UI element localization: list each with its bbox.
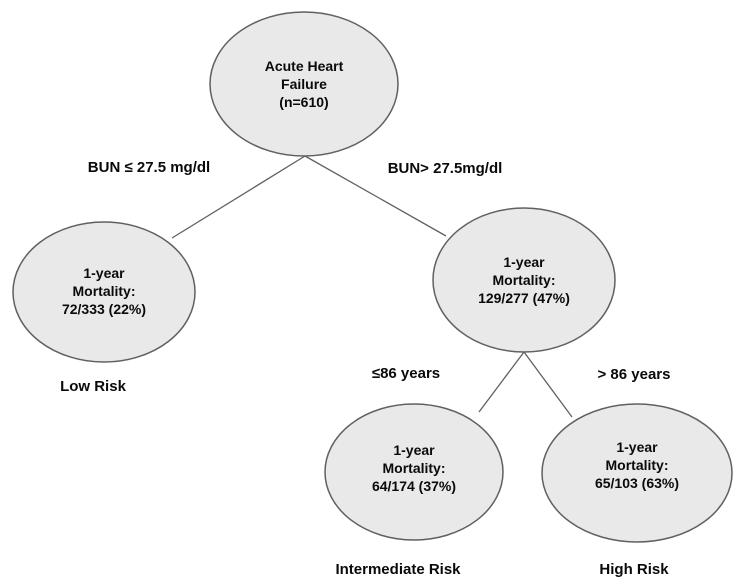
node-high-risk: 1-year Mortality: 65/103 (63%) High Risk <box>541 403 733 578</box>
node-high-risk-ellipse <box>541 403 733 543</box>
node-high-risk-text-line3: 65/103 (63%) <box>595 475 679 491</box>
node-low-risk-text-line1: 1-year <box>83 265 125 281</box>
node-low-risk: 1-year Mortality: 72/333 (22%) Low Risk <box>12 221 196 395</box>
edge-label-bun-low: BUN ≤ 27.5 mg/dl <box>88 159 210 176</box>
node-high-risk-text-line2: Mortality: <box>606 457 669 473</box>
node-low-risk-text-line2: Mortality: <box>73 283 136 299</box>
low-risk-caption: Low Risk <box>60 378 127 395</box>
node-elevated-ellipse <box>432 207 616 353</box>
node-intermediate-risk-text-line1: 1-year <box>393 442 435 458</box>
node-intermediate-risk-ellipse <box>324 403 504 541</box>
node-root-text-line1: Acute Heart <box>265 58 344 74</box>
edge-label-bun-high: BUN> 27.5mg/dl <box>388 160 503 177</box>
edge-elevated-to-intermediate <box>478 351 525 413</box>
edge-label-age-high: > 86 years <box>598 366 671 383</box>
node-elevated-text-line1: 1-year <box>503 254 545 270</box>
node-high-risk-text-line1: 1-year <box>616 439 658 455</box>
intermediate-risk-caption: Intermediate Risk <box>335 561 461 578</box>
node-intermediate-risk: 1-year Mortality: 64/174 (37%) Intermedi… <box>324 403 504 578</box>
node-elevated-text-line2: Mortality: <box>493 272 556 288</box>
edge-root-to-elevated <box>304 155 447 237</box>
edge-elevated-to-high <box>523 351 573 418</box>
node-root: Acute Heart Failure (n=610) <box>209 11 399 157</box>
edge-root-to-low-risk <box>171 155 306 239</box>
node-root-ellipse <box>209 11 399 157</box>
node-root-text-line2: Failure <box>281 76 327 92</box>
edge-labels: BUN ≤ 27.5 mg/dl BUN> 27.5mg/dl ≤86 year… <box>88 159 671 383</box>
edge-label-age-low: ≤86 years <box>372 365 440 382</box>
node-intermediate-risk-text-line3: 64/174 (37%) <box>372 478 456 494</box>
node-low-risk-text-line3: 72/333 (22%) <box>62 301 146 317</box>
high-risk-caption: High Risk <box>599 561 669 578</box>
node-elevated: 1-year Mortality: 129/277 (47%) <box>432 207 616 353</box>
node-root-text-line3: (n=610) <box>279 94 328 110</box>
node-elevated-text-line3: 129/277 (47%) <box>478 290 570 306</box>
node-intermediate-risk-text-line2: Mortality: <box>383 460 446 476</box>
edges <box>171 155 573 418</box>
node-low-risk-ellipse <box>12 221 196 363</box>
